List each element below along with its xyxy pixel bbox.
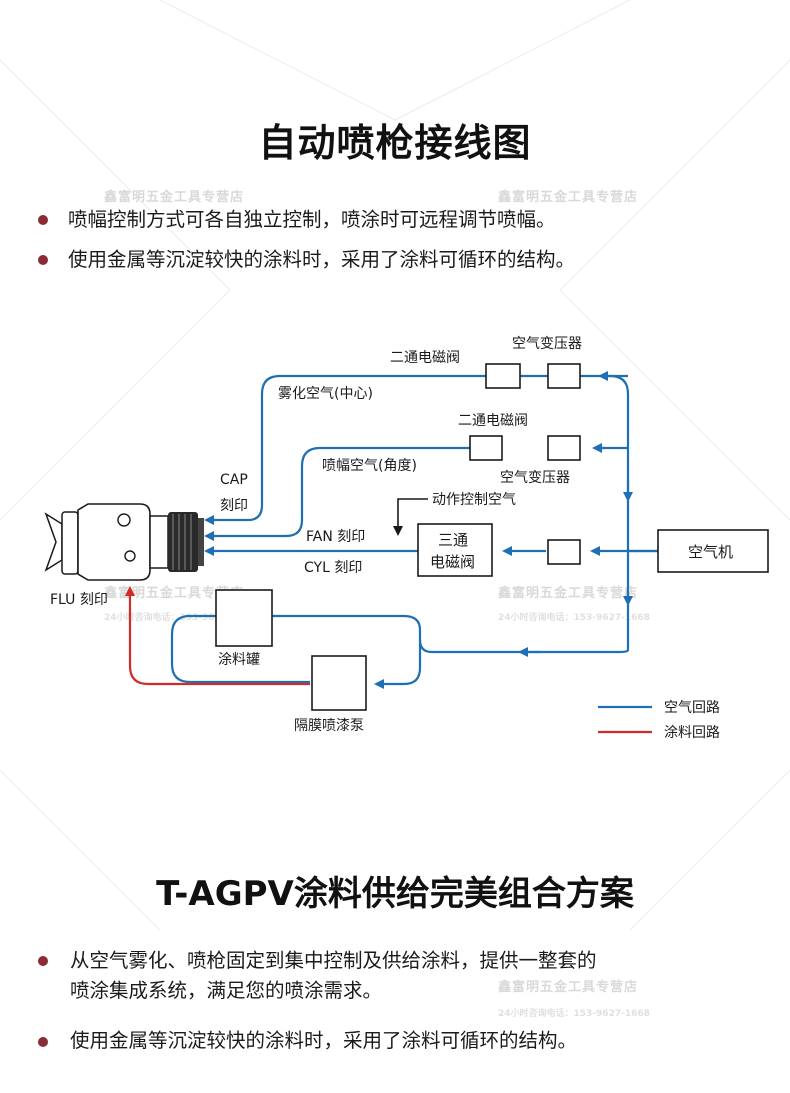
legend-air-label: 空气回路	[664, 700, 720, 716]
action-air-label: 动作控制空气	[432, 492, 516, 508]
transformer-mid-label: 空气变压器	[500, 470, 570, 486]
compressor-label: 空气机	[688, 543, 733, 561]
page-title: 自动喷枪接线图	[258, 121, 532, 165]
three-way-label-2: 电磁阀	[430, 553, 475, 571]
valve-mid-box	[469, 435, 503, 461]
cyl-label: CYL 刻印	[304, 560, 362, 576]
bullet-text: 喷幅控制方式可各自独立控制，喷涂时可远程调节喷幅。	[68, 208, 556, 231]
pump-box	[311, 655, 367, 711]
watermark-phone: 24小时咨询电话：153-9627-1668	[498, 613, 650, 623]
paint-tank-box	[215, 589, 273, 647]
valve-top-label: 二通电磁阀	[390, 350, 460, 366]
transformer-mid-box	[547, 435, 581, 461]
flu-label: FLU 刻印	[50, 592, 108, 608]
watermark: 鑫富明五金工具专营店	[498, 190, 639, 205]
air-return-loop	[170, 374, 630, 684]
fan-label: FAN 刻印	[306, 529, 365, 545]
compressor-box	[657, 529, 769, 573]
bullet-dot	[38, 1037, 48, 1047]
pump-label: 隔膜喷漆泵	[294, 718, 364, 734]
bullet-dot	[38, 956, 48, 966]
bullet-text: 从空气雾化、喷枪固定到集中控制及供给涂料，提供一整套的	[70, 949, 597, 972]
watermark: 鑫富明五金工具专营店	[498, 980, 639, 995]
watermark: 鑫富明五金工具专营店	[498, 586, 639, 601]
legend-paint-label: 涂料回路	[664, 725, 720, 741]
paint-tank-label: 涂料罐	[218, 652, 260, 668]
section-title: T-AGPV涂料供给完美组合方案	[156, 874, 634, 914]
watermark-phone: 24小时咨询电话：153-9627-1668	[498, 1009, 650, 1019]
transformer-top-label: 空气变压器	[512, 336, 582, 352]
atomizing-air-label: 雾化空气(中心)	[278, 386, 373, 402]
three-way-valve-box	[417, 523, 493, 577]
valve-mid-label: 二通电磁阀	[458, 413, 528, 429]
bullet-dot	[38, 255, 48, 265]
valve-right-box	[547, 539, 581, 565]
action-control-arrow	[393, 498, 428, 536]
bullet-text: 使用金属等沉淀较快的涂料时，采用了涂料可循环的结构。	[70, 1029, 578, 1052]
spray-gun-icon	[44, 503, 204, 581]
fan-air-line	[204, 446, 470, 541]
atomizing-air-line	[204, 374, 486, 525]
watermark: 鑫富明五金工具专营店	[104, 586, 245, 601]
fan-air-label: 喷幅空气(角度)	[322, 458, 417, 474]
air-circuit-lines	[170, 371, 658, 689]
cap-label: CAP	[220, 472, 248, 488]
valve-top-box	[485, 363, 521, 389]
paint-circuit-line	[125, 586, 310, 686]
watermark: 鑫富明五金工具专营店	[104, 190, 245, 205]
bullet-dot	[38, 215, 48, 225]
bullet-text: 使用金属等沉淀较快的涂料时，采用了涂料可循环的结构。	[68, 248, 576, 271]
transformer-top-box	[547, 363, 581, 389]
three-way-label-1: 三通	[438, 531, 468, 549]
bullet-text-cont: 喷涂集成系统，满足您的喷涂需求。	[70, 979, 383, 1002]
air-to-pump	[374, 640, 422, 689]
cap-mark-label: 刻印	[220, 498, 248, 514]
